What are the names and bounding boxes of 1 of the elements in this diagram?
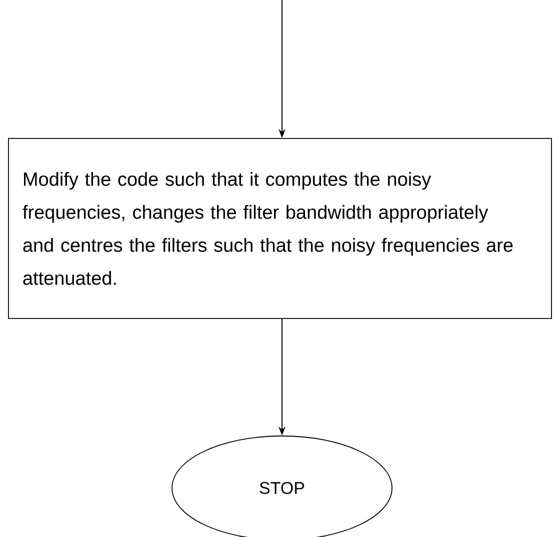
process-box: Modify the code such that it computes the noisy frequencies, changes the filter bandwidth appropriately and centres the filters such that the noisy frequencies are attenuated. <box>8 138 552 319</box>
